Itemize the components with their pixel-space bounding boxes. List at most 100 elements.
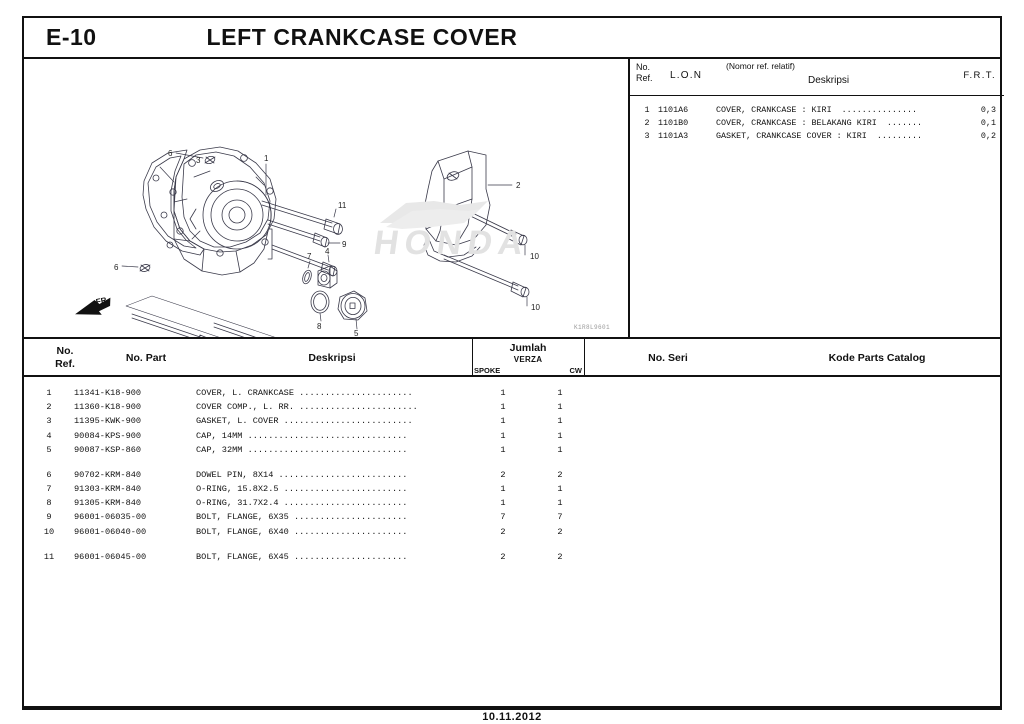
lon-code: 1101B0 xyxy=(658,118,689,129)
lon-col-deskripsi: Deskripsi xyxy=(808,75,850,86)
col-no-seri: No. Seri xyxy=(648,352,688,364)
row-no-ref: 9 xyxy=(46,512,52,523)
row-no-part: 96001-06035-00 xyxy=(74,512,147,523)
callout-1: 1 xyxy=(264,154,269,163)
row-deskripsi: CAP, 14MM ..............................… xyxy=(196,430,408,441)
row-deskripsi: BOLT, FLANGE, 6X40 .....................… xyxy=(196,526,408,537)
row-deskripsi: BOLT, FLANGE, 6X35 .....................… xyxy=(196,512,408,523)
footer-date: 10.11.2012 xyxy=(482,711,542,723)
row-qty-spoke: 7 xyxy=(500,512,506,523)
row-qty-cw: 1 xyxy=(557,416,563,427)
lon-ref: 1 xyxy=(644,105,650,115)
row-no-ref: 5 xyxy=(46,444,52,455)
table-row: 9 96001-06035-00 BOLT, FLANGE, 6X35 ......… xyxy=(24,510,1000,524)
table-row: 6 90702-KRM-840 DOWEL PIN, 8X14 ..........… xyxy=(24,468,1000,482)
lon-col-lon: L.O.N xyxy=(670,70,703,81)
row-qty-spoke: 2 xyxy=(500,526,506,537)
col-no-ref-line2: Ref. xyxy=(55,358,75,371)
col-model-label: VERZA xyxy=(513,355,543,364)
callout-6b: 6 xyxy=(114,263,119,272)
row-qty-cw: 2 xyxy=(557,551,563,562)
lon-col-no: No. xyxy=(636,62,651,72)
lon-col-ref: Ref. xyxy=(636,72,653,83)
row-deskripsi: CAP, 32MM ..............................… xyxy=(196,444,408,455)
col-jumlah-label: Jumlah xyxy=(509,342,547,354)
row-no-part: 96001-06040-00 xyxy=(74,526,147,537)
row-no-ref: 6 xyxy=(46,469,52,480)
row-qty-cw: 1 xyxy=(557,498,563,509)
lon-ref: 3 xyxy=(644,131,650,142)
row-no-ref: 11 xyxy=(43,551,55,562)
row-no-part: 11341-K18-900 xyxy=(74,388,142,398)
page-title: LEFT CRANKCASE COVER xyxy=(206,24,518,50)
row-qty-spoke: 2 xyxy=(500,469,506,480)
col-no-ref: No. Ref. xyxy=(42,345,88,372)
diagram-code: K1R8L9601 xyxy=(573,324,610,331)
row-no-ref: 3 xyxy=(46,416,52,427)
row-deskripsi: COVER, L. CRANKCASE ....................… xyxy=(196,388,413,398)
row-deskripsi: BOLT, FLANGE, 6X45 .....................… xyxy=(196,551,408,562)
page-frame: E-10 LEFT CRANKCASE COVER xyxy=(22,16,1004,708)
callout-10b: 10 xyxy=(531,303,540,312)
table-row: 3 11395-KWK-900 GASKET, L. COVER .........… xyxy=(24,414,1000,428)
row-deskripsi: O-RING, 15.8X2.5 .......................… xyxy=(196,484,408,495)
row-qty-spoke: 1 xyxy=(500,388,506,398)
lon-desc: COVER, CRANKCASE : BELAKANG KIRI ....... xyxy=(716,118,923,129)
row-qty-cw: 1 xyxy=(557,402,563,413)
row-deskripsi: DOWEL PIN, 8X14 ........................… xyxy=(196,469,408,480)
row-no-part: 91305-KRM-840 xyxy=(74,498,142,509)
col-no-part: No. Part xyxy=(125,352,167,364)
row-no-part: 90087-KSP-860 xyxy=(74,444,142,455)
row-no-part: 90702-KRM-840 xyxy=(74,469,142,480)
page-code: E-10 xyxy=(46,24,97,50)
row-deskripsi: O-RING, 31.7X2.4 .......................… xyxy=(196,498,408,509)
row-no-part: 11360-K18-900 xyxy=(74,402,142,413)
row-deskripsi: GASKET, L. COVER .......................… xyxy=(196,416,413,427)
row-no-part: 96001-06045-00 xyxy=(74,551,147,562)
row-qty-cw: 2 xyxy=(557,526,563,537)
callout-8: 8 xyxy=(317,322,322,331)
row-qty-spoke: 2 xyxy=(500,551,506,562)
row-qty-spoke: 1 xyxy=(500,416,506,427)
row-qty-spoke: 1 xyxy=(500,430,506,441)
front-direction-mark: FR. xyxy=(70,291,120,322)
callout-6a: 6 xyxy=(168,149,173,158)
row-deskripsi: COVER COMP., L. RR. ....................… xyxy=(196,402,418,413)
lon-col-noref: No. Ref. xyxy=(636,62,653,84)
col-cw-label: CW xyxy=(569,366,583,375)
col-spoke-label: SPOKE xyxy=(474,366,501,375)
lon-desc: GASKET, CRANKCASE COVER : KIRI ......... xyxy=(716,131,923,142)
row-no-part: 11395-KWK-900 xyxy=(74,416,142,427)
table-row: 5 90087-KSP-860 CAP, 32MM ................… xyxy=(24,443,1000,457)
callout-4: 4 xyxy=(325,247,330,256)
col-kode-parts-catalog: Kode Parts Catalog xyxy=(828,352,926,364)
lon-header: No. Ref. L.O.N (Nomor ref. relatif) Desk… xyxy=(630,59,1004,96)
lon-desc: COVER, CRANKCASE : KIRI ............... xyxy=(716,105,918,115)
col-no-ref-line1: No. xyxy=(56,345,74,357)
callout-2: 2 xyxy=(516,181,521,190)
col-jumlah: Jumlah VERZA SPOKE CW xyxy=(472,342,584,375)
callout-10a: 10 xyxy=(530,252,539,261)
callout-11a: 11 xyxy=(338,201,347,210)
table-row: 11 96001-06045-00 BOLT, FLANGE, 6X45 .....… xyxy=(24,550,1000,564)
row-qty-cw: 1 xyxy=(557,484,563,495)
parts-table: No. Ref. No. Part Deskripsi Jumlah VERZA… xyxy=(24,337,1000,708)
row-qty-spoke: 1 xyxy=(500,444,506,455)
row-qty-cw: 2 xyxy=(557,469,563,480)
lon-frt: 0,3 xyxy=(980,105,996,115)
row-qty-spoke: 1 xyxy=(500,484,506,495)
col-deskripsi: Deskripsi xyxy=(308,352,356,364)
row-qty-cw: 1 xyxy=(557,430,563,441)
header-divider-a xyxy=(472,339,473,377)
parts-table-body: 1 11341-K18-900 COVER, L. CRANKCASE ......… xyxy=(24,377,1000,564)
lon-col-nomor-rel: (Nomor ref. relatif) xyxy=(726,61,795,71)
row-no-part: 91303-KRM-840 xyxy=(74,484,142,495)
row-no-ref: 4 xyxy=(46,430,52,441)
